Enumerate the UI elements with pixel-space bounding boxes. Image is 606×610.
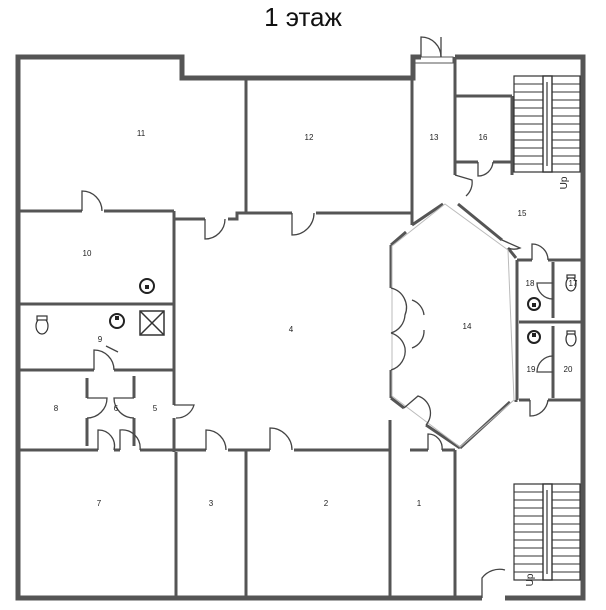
staircase-bottom-icon bbox=[513, 483, 581, 581]
room-label-13: 13 bbox=[430, 133, 439, 142]
room-label-20: 20 bbox=[564, 365, 573, 374]
room-label-2: 2 bbox=[324, 499, 329, 508]
sink-tap bbox=[115, 285, 536, 337]
outer-walls bbox=[15, 54, 586, 601]
octagon-walls bbox=[389, 202, 518, 450]
room-label-18: 18 bbox=[526, 279, 535, 288]
room-label-16: 16 bbox=[479, 133, 488, 142]
room-label-5: 5 bbox=[153, 404, 158, 413]
stairs-bottom-up-label: Up bbox=[525, 573, 536, 586]
room-label-12: 12 bbox=[305, 133, 314, 142]
room-label-6: 6 bbox=[114, 404, 119, 413]
shaft-icon bbox=[139, 310, 165, 336]
toilet-icon bbox=[35, 315, 49, 335]
room-label-1: 1 bbox=[417, 499, 422, 508]
octagon-outline bbox=[391, 203, 515, 448]
room-label-7: 7 bbox=[97, 499, 102, 508]
room-label-4: 4 bbox=[289, 325, 294, 334]
corridor-13 bbox=[412, 56, 454, 64]
room-label-19: 19 bbox=[527, 365, 536, 374]
room-label-11: 11 bbox=[137, 129, 146, 138]
room-label-3: 3 bbox=[209, 499, 214, 508]
toilet-icon bbox=[565, 330, 577, 347]
room-label-10: 10 bbox=[83, 249, 92, 258]
room-label-9: 9 bbox=[98, 335, 103, 344]
room-label-8: 8 bbox=[54, 404, 59, 413]
floor-title: 1 этаж bbox=[264, 2, 342, 32]
toilet-icon bbox=[565, 274, 577, 292]
room-label-17: 17 bbox=[569, 279, 578, 288]
interior-walls bbox=[20, 57, 583, 598]
door-swings bbox=[81, 36, 554, 598]
staircase-top-icon bbox=[513, 75, 581, 173]
room-label-14: 14 bbox=[463, 322, 472, 331]
room-label-15: 15 bbox=[518, 209, 527, 218]
stairs-top-up-label: Up bbox=[559, 176, 570, 189]
